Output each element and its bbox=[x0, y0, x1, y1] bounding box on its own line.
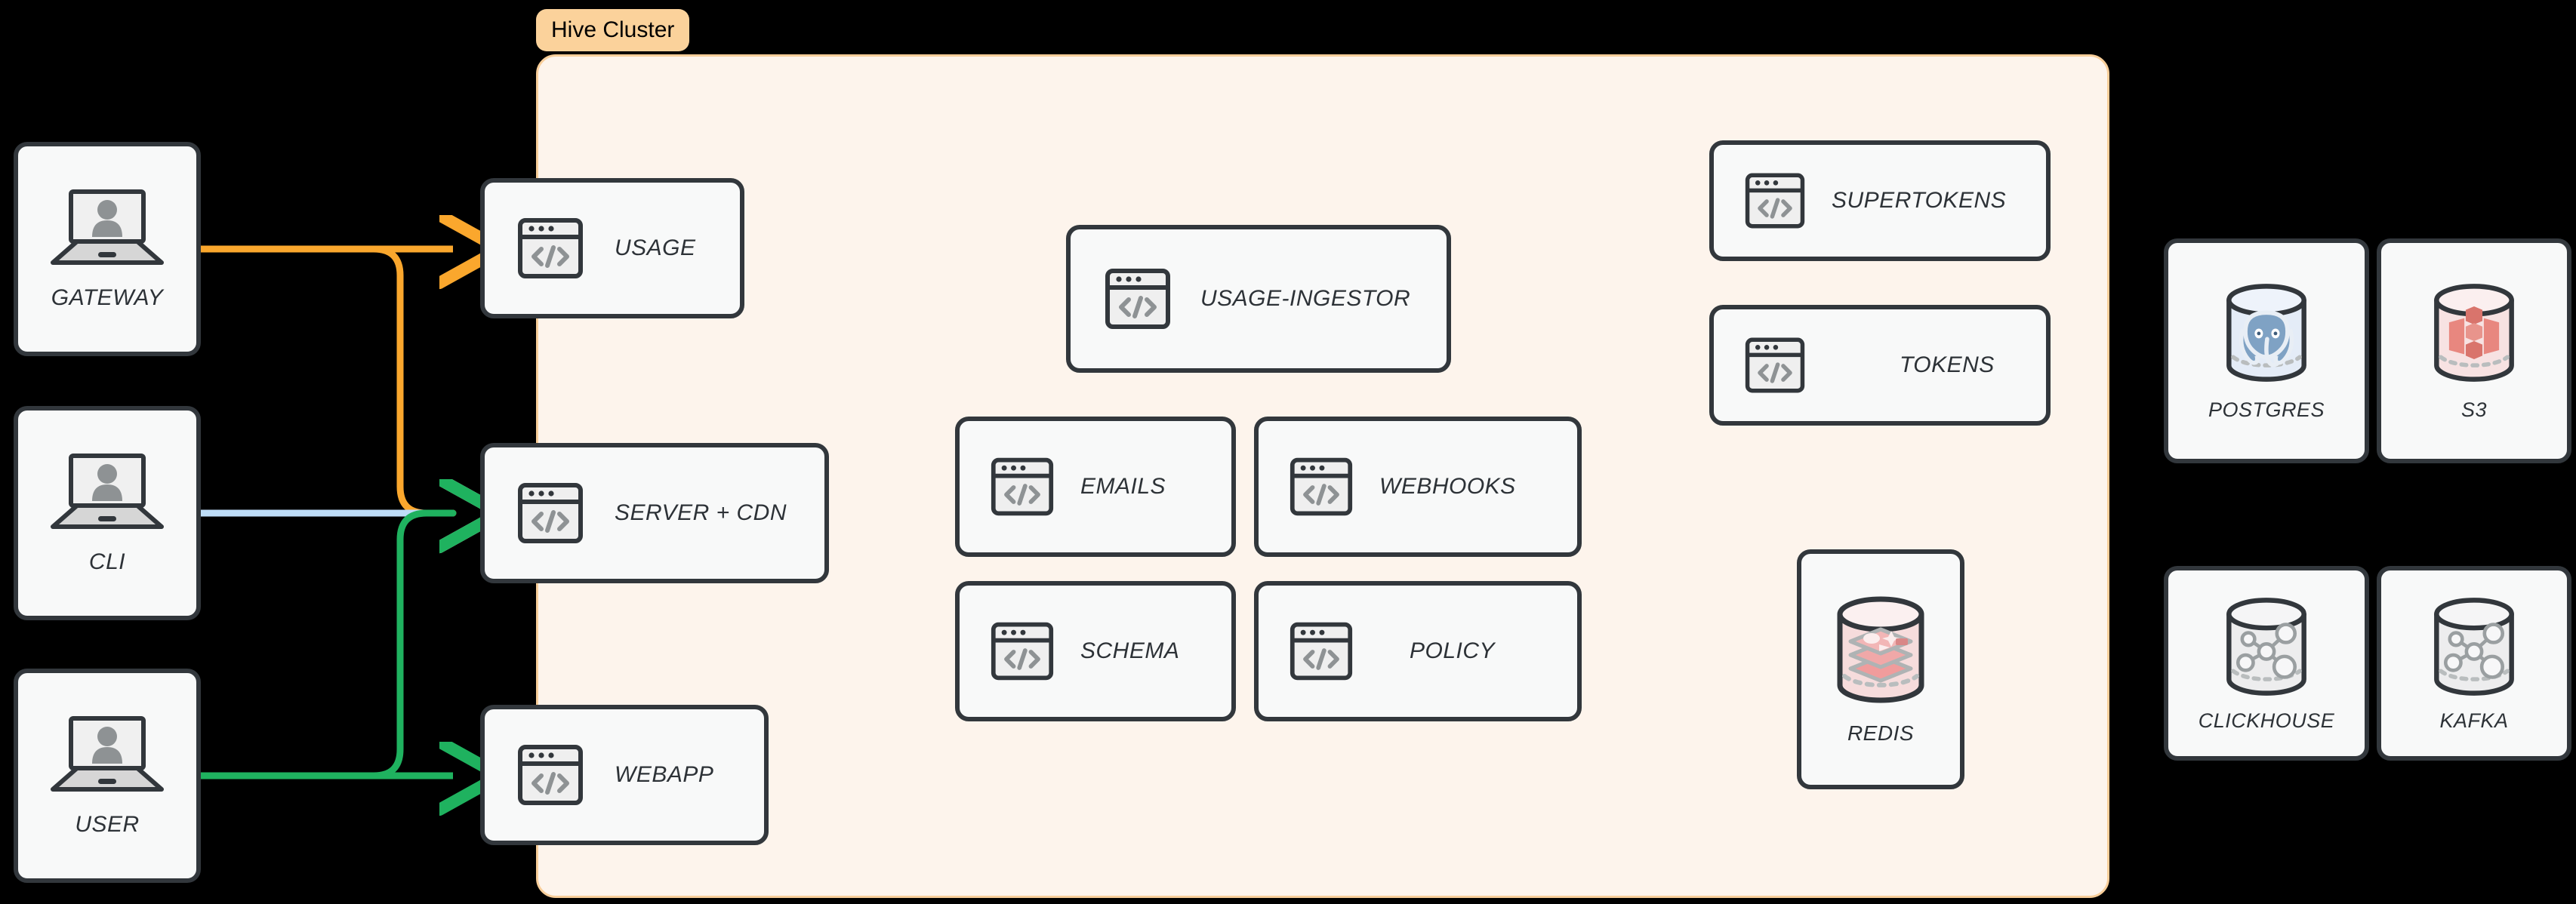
node-redis[interactable]: REDIS bbox=[1797, 549, 1964, 789]
node-webhooks-label: WEBHOOKS bbox=[1379, 474, 1516, 499]
node-server-cdn[interactable]: SERVER + CDN bbox=[480, 443, 829, 583]
code-window-icon bbox=[1104, 265, 1172, 333]
database-s3-icon bbox=[2421, 281, 2527, 385]
node-postgres[interactable]: POSTGRES bbox=[2164, 238, 2369, 463]
node-emails[interactable]: EMAILS bbox=[955, 417, 1236, 557]
code-window-icon bbox=[990, 619, 1055, 684]
node-usage[interactable]: USAGE bbox=[480, 178, 744, 318]
node-server-cdn-label: SERVER + CDN bbox=[615, 500, 787, 525]
node-user-label: USER bbox=[75, 812, 140, 837]
laptop-user-icon bbox=[47, 451, 168, 533]
database-redis-icon bbox=[1825, 593, 1937, 706]
code-window-icon bbox=[516, 741, 584, 809]
node-policy-label: POLICY bbox=[1410, 638, 1496, 663]
node-kafka[interactable]: KAFKA bbox=[2377, 566, 2571, 761]
node-user[interactable]: USER bbox=[14, 669, 201, 883]
code-window-icon bbox=[1744, 170, 1806, 232]
node-s3[interactable]: S3 bbox=[2377, 238, 2571, 463]
node-supertokens[interactable]: SUPERTOKENS bbox=[1709, 140, 2051, 261]
code-window-icon bbox=[990, 454, 1055, 519]
wire-user-to-server-cdn bbox=[196, 513, 453, 779]
node-gateway[interactable]: GATEWAY bbox=[14, 142, 201, 356]
node-schema[interactable]: SCHEMA bbox=[955, 581, 1236, 721]
node-clickhouse-label: CLICKHOUSE bbox=[2198, 709, 2335, 732]
node-cli-label: CLI bbox=[88, 549, 126, 574]
node-s3-label: S3 bbox=[2460, 398, 2488, 421]
node-tokens-label: TOKENS bbox=[1900, 352, 1995, 377]
hive-cluster-badge: Hive Cluster bbox=[536, 9, 690, 51]
database-nodegraph-icon bbox=[2214, 595, 2319, 699]
node-kafka-label: KAFKA bbox=[2439, 709, 2509, 732]
code-window-icon bbox=[1744, 334, 1806, 396]
node-clickhouse[interactable]: CLICKHOUSE bbox=[2164, 566, 2369, 761]
node-usage-ingestor[interactable]: USAGE-INGESTOR bbox=[1066, 225, 1451, 373]
node-supertokens-label: SUPERTOKENS bbox=[1832, 188, 2007, 213]
code-window-icon bbox=[1289, 454, 1354, 519]
node-webapp[interactable]: WEBAPP bbox=[480, 705, 769, 845]
hive-cluster-badge-label: Hive Cluster bbox=[551, 17, 675, 42]
node-redis-label: REDIS bbox=[1847, 721, 1915, 745]
node-tokens[interactable]: TOKENS bbox=[1709, 305, 2051, 426]
node-emails-label: EMAILS bbox=[1080, 474, 1166, 499]
laptop-user-icon bbox=[47, 714, 168, 795]
node-schema-label: SCHEMA bbox=[1080, 638, 1180, 663]
node-usage-label: USAGE bbox=[615, 235, 696, 260]
code-window-icon bbox=[516, 479, 584, 547]
code-window-icon bbox=[1289, 619, 1354, 684]
code-window-icon bbox=[516, 214, 584, 282]
database-nodegraph-icon bbox=[2421, 595, 2527, 699]
node-gateway-label: GATEWAY bbox=[51, 285, 164, 310]
node-webapp-label: WEBAPP bbox=[615, 762, 714, 787]
node-cli[interactable]: CLI bbox=[14, 406, 201, 620]
node-postgres-label: POSTGRES bbox=[2208, 398, 2325, 421]
node-policy[interactable]: POLICY bbox=[1254, 581, 1582, 721]
node-webhooks[interactable]: WEBHOOKS bbox=[1254, 417, 1582, 557]
node-usage-ingestor-label: USAGE-INGESTOR bbox=[1200, 286, 1411, 311]
wire-gateway-to-server-cdn bbox=[196, 245, 453, 513]
database-postgres-icon bbox=[2214, 281, 2319, 385]
laptop-user-icon bbox=[47, 187, 168, 269]
